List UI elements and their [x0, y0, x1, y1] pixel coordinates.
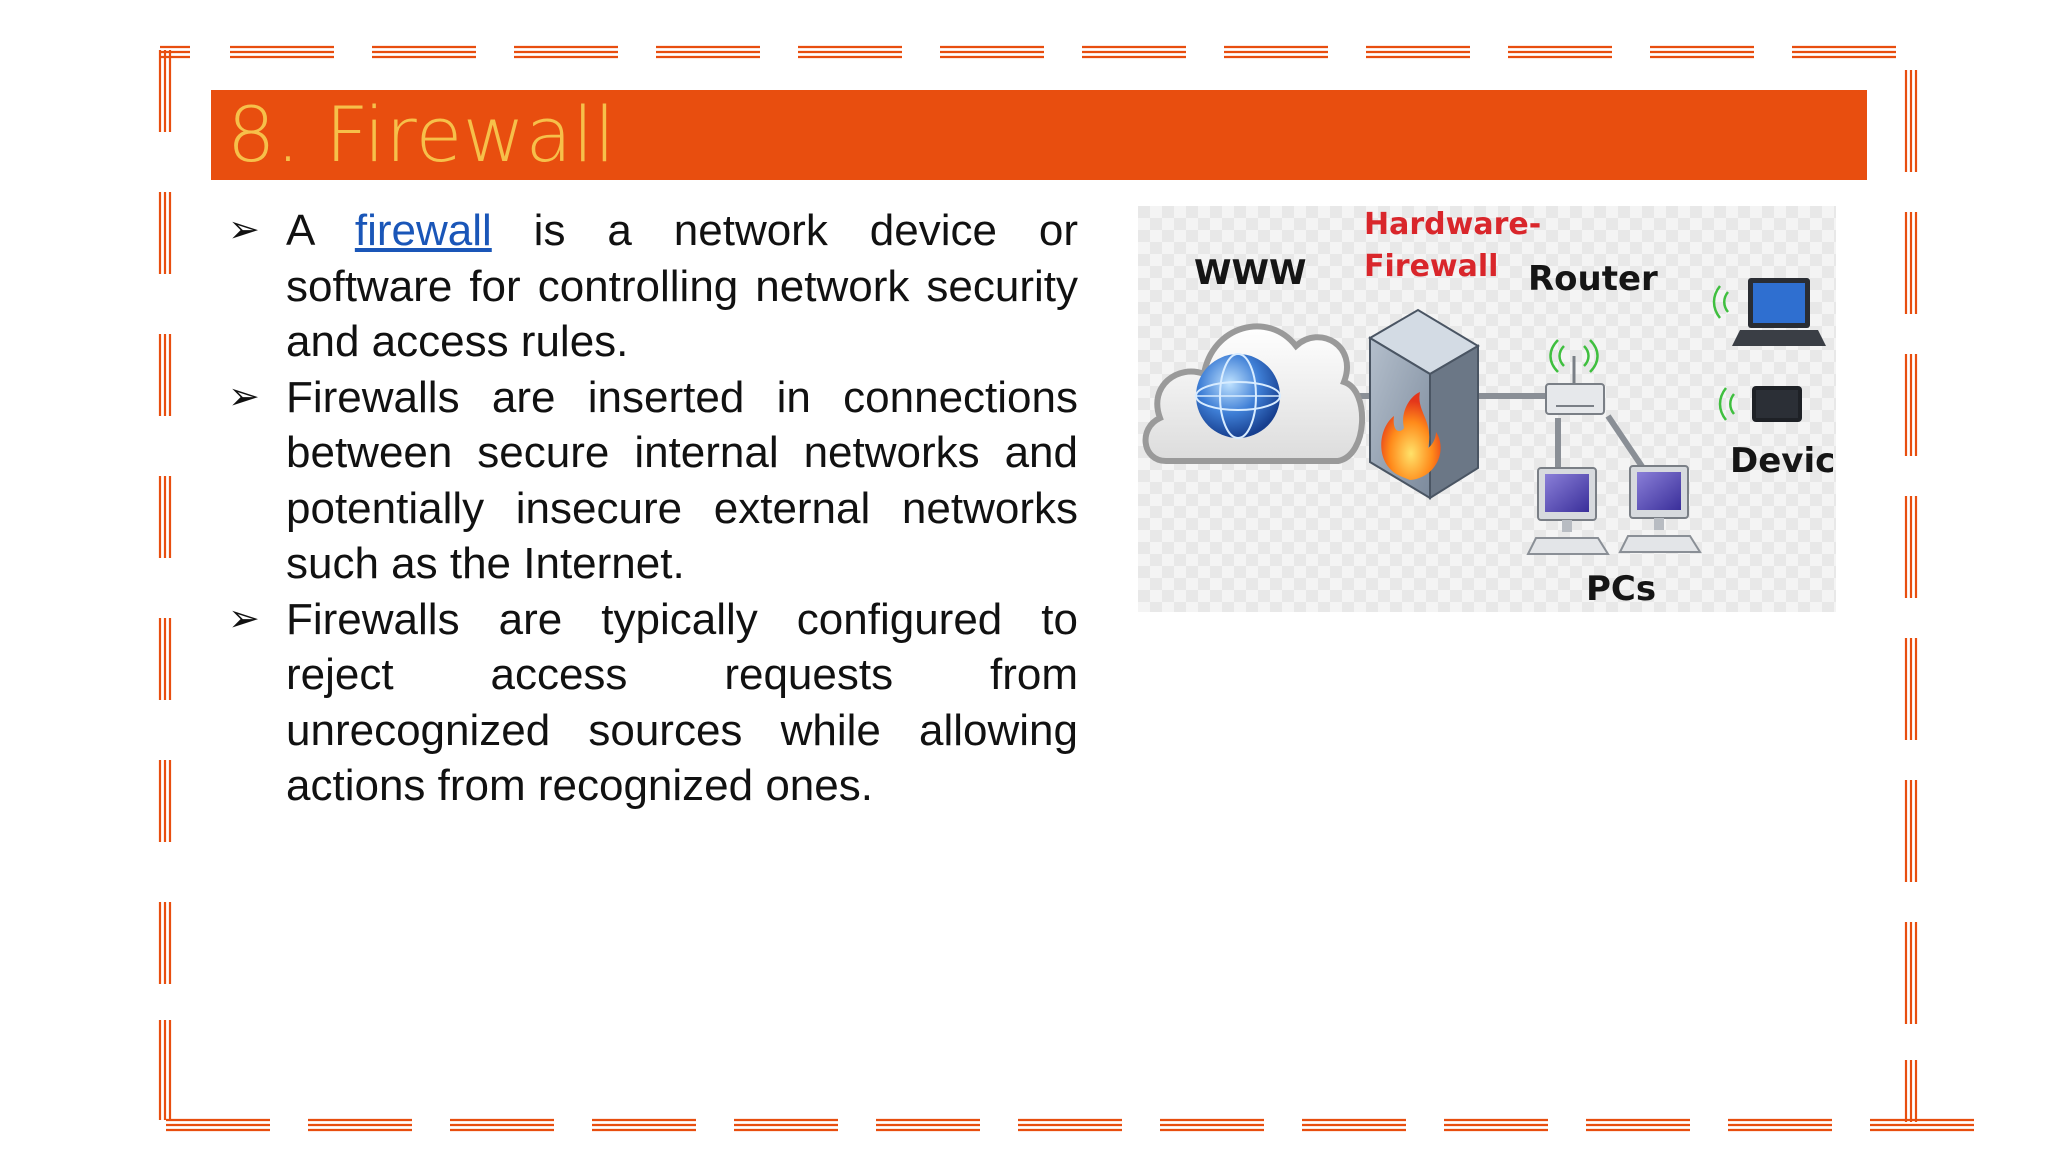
devices-label: Devices	[1730, 441, 1836, 481]
slide-title: 8. Firewall	[227, 90, 616, 179]
pc-icon	[1526, 467, 1610, 555]
arrow-bullet-icon: ➢	[228, 375, 260, 418]
bullet-item: ➢ Firewalls are inserted in connections …	[228, 370, 1078, 592]
bullet-text: is a network device or software for cont…	[286, 206, 1078, 366]
wifi-signal-icon	[1718, 387, 1736, 421]
internet-cloud-icon	[1142, 323, 1365, 464]
firewall-network-diagram: WWW Hardware- Firewall Router Devices PC…	[1138, 206, 1836, 612]
hardware-firewall-icon	[1368, 308, 1480, 500]
www-label: WWW	[1194, 253, 1307, 293]
wifi-signal-icon	[1712, 285, 1730, 319]
bullet-list: ➢ A firewall is a network device or softw…	[228, 203, 1078, 814]
bullet-text: A	[286, 206, 355, 255]
flame-icon	[1381, 392, 1441, 480]
pcs-label: PCs	[1586, 569, 1656, 609]
mobile-device-icon	[1718, 386, 1802, 422]
arrow-bullet-icon: ➢	[228, 597, 260, 640]
firewall-link[interactable]: firewall	[354, 206, 492, 255]
title-bar: 8. Firewall	[211, 90, 1867, 180]
router-icon	[1545, 339, 1605, 415]
pc-icon	[1618, 465, 1702, 553]
router-label: Router	[1528, 259, 1658, 299]
arrow-bullet-icon: ➢	[228, 209, 260, 251]
hardware-label: Hardware-	[1364, 207, 1541, 242]
bullet-text: Firewalls are typically configured to re…	[286, 594, 1078, 811]
bullet-item: ➢ A firewall is a network device or softw…	[228, 203, 1078, 370]
laptop-icon	[1712, 278, 1826, 346]
bullet-text: Firewalls are inserted in connections be…	[286, 372, 1078, 589]
bullet-item: ➢ Firewalls are typically configured to r…	[228, 592, 1078, 814]
firewall-label: Firewall	[1364, 249, 1498, 284]
wifi-signal-icon	[1549, 339, 1599, 373]
